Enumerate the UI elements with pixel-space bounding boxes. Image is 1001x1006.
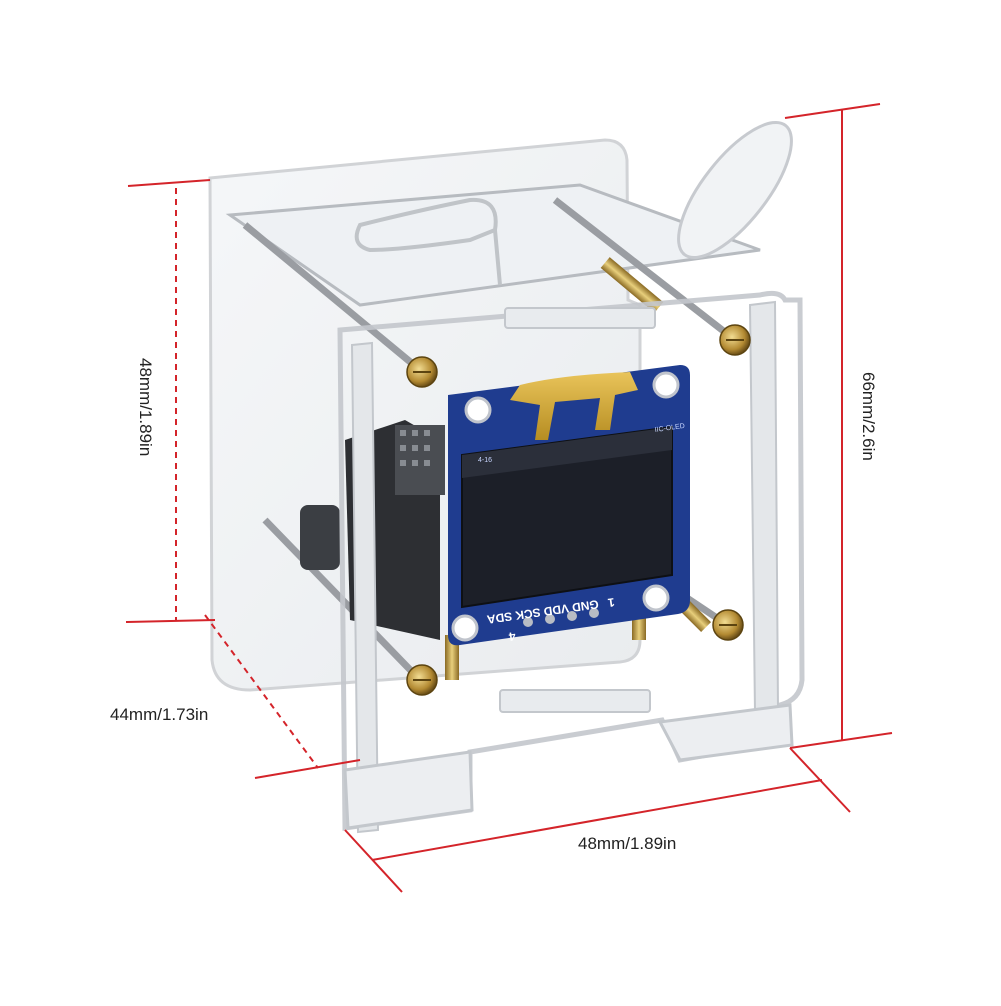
dimension-label-depth: 44mm/1.73in <box>110 705 209 724</box>
dim-width-line <box>371 779 823 861</box>
dim-depth-front-tick <box>254 759 361 779</box>
dim-width-left-tick <box>344 829 403 893</box>
oled-pin-number-right: 1 <box>607 595 616 610</box>
oled-pcb-text-right: IIC-OLED <box>654 423 685 434</box>
front-panel <box>337 290 805 834</box>
oled-module: GND VDD SCK SDA 4 1 4-16 IIC-OLED <box>448 365 690 646</box>
dim-height-front-top-tick <box>127 179 211 187</box>
dimension-label-width: 48mm/1.89in <box>578 834 677 853</box>
dimension-label-height-front: 48mm/1.89in <box>136 358 155 457</box>
top-panel <box>225 183 761 307</box>
dimension-lines <box>125 103 893 893</box>
handle-plate <box>677 120 793 260</box>
oled-pin-number: 4 <box>508 629 517 644</box>
brass-screws <box>406 324 751 696</box>
dim-depth-line <box>204 614 319 769</box>
dim-height-total-top-tick <box>784 103 881 119</box>
dimension-label-height-total: 66mm/2.6in <box>859 372 878 461</box>
dim-height-total-bottom-tick <box>789 732 893 749</box>
dim-height-front-bottom-tick <box>125 619 216 623</box>
oled-pcb-text: 4-16 <box>478 457 492 464</box>
